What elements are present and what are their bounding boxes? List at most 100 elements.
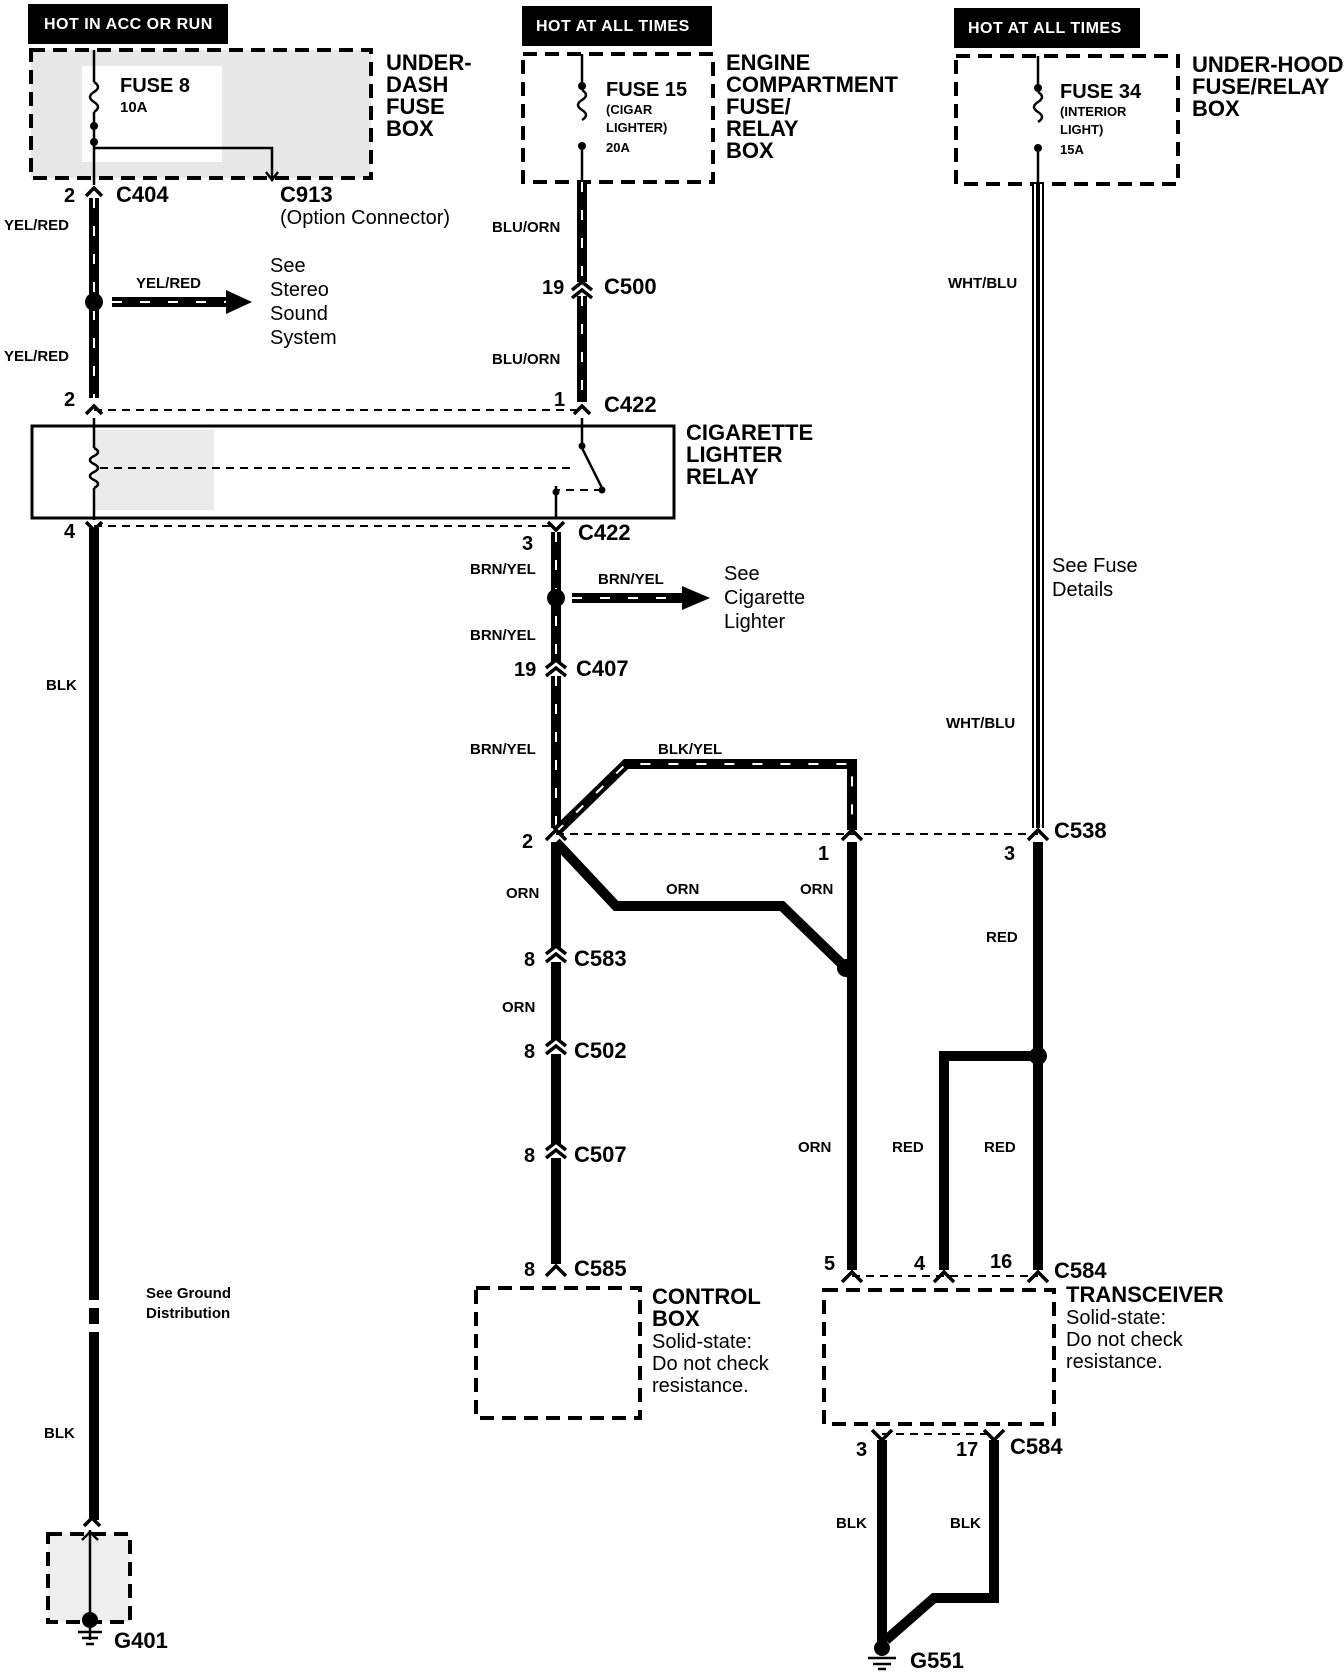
- transceiver: 5 4 16 C584 TRANSCEIVER Solid-state: Do …: [822, 1251, 1224, 1461]
- connector-c507: 8 C507: [524, 1139, 627, 1167]
- fuse-15-label: FUSE 15: [606, 79, 687, 101]
- transceiver-title: TRANSCEIVER: [1066, 1282, 1224, 1307]
- connector-c584-top-label: C584: [1054, 1258, 1107, 1283]
- fuse-15-sub2: LIGHTER): [606, 120, 667, 135]
- underdash-title-2: DASH: [386, 72, 448, 97]
- wire-color-label: ORN: [666, 881, 699, 898]
- pin-label: 4: [64, 521, 76, 543]
- connector-c583: 8 C583: [524, 943, 627, 971]
- wire-color-label: RED: [986, 929, 1018, 946]
- engine-title-1: ENGINE: [726, 50, 810, 75]
- control-note-1: Solid-state:: [652, 1331, 752, 1353]
- wire-color-label: BLK: [950, 1515, 981, 1532]
- pin-label: 2: [522, 831, 533, 853]
- ground-g551-label: G551: [910, 1648, 964, 1672]
- pin-label: 3: [856, 1439, 867, 1461]
- connector-c538-label: C538: [1054, 818, 1107, 843]
- pin-label: 4: [914, 1253, 926, 1275]
- connector-c407: 19 C407: [514, 656, 629, 681]
- ref-fuse-1: See Fuse: [1052, 555, 1138, 577]
- connector-c585-label: C585: [574, 1256, 627, 1281]
- ref-fuse-2: Details: [1052, 579, 1113, 601]
- connector-c500-label: C500: [604, 274, 657, 299]
- engine-title-4: RELAY: [726, 116, 799, 141]
- ref-ground-1: See Ground: [146, 1285, 231, 1302]
- engine-title-5: BOX: [726, 138, 774, 163]
- ground-g401-label: G401: [114, 1628, 168, 1653]
- pin-label: 5: [824, 1253, 835, 1275]
- pin-label: 8: [524, 1041, 535, 1063]
- fuse-15-amp: 20A: [606, 140, 630, 155]
- ref-ground-2: Distribution: [146, 1305, 230, 1322]
- connector-c913-label: C913: [280, 182, 333, 207]
- connector-c407-label: C407: [576, 656, 629, 681]
- fuse-15-sub1: (CIGAR: [606, 102, 653, 117]
- wire-color-label: BLK/YEL: [658, 741, 722, 758]
- underdash-title-3: FUSE: [386, 94, 445, 119]
- pin-label: 1: [554, 389, 565, 411]
- fuse-8-amp: 10A: [120, 99, 148, 116]
- connector-c500: 19 C500: [542, 274, 657, 300]
- wire-orn: ORN ORN ORN ORN ORN: [502, 838, 857, 1270]
- underdash-title-1: UNDER-: [386, 50, 472, 75]
- cigarette-lighter-relay: 2 1 C422 CIGARETTE LIGHTER RELAY 4 3 C42…: [30, 389, 813, 555]
- ground-g401: G401: [46, 1515, 168, 1653]
- wire-red: RED RED RED: [892, 842, 1047, 1270]
- pin-label: 3: [522, 533, 533, 555]
- connector-c502-label: C502: [574, 1038, 627, 1063]
- wire-color-label: YEL/RED: [4, 348, 69, 365]
- control-note-2: Do not check: [652, 1353, 770, 1375]
- transceiver-note-1: Solid-state:: [1066, 1307, 1166, 1329]
- header-left-label: HOT IN ACC OR RUN: [44, 16, 213, 33]
- ref-stereo-3: Sound: [270, 303, 328, 325]
- control-box: 8 C585 CONTROL BOX Solid-state: Do not c…: [474, 1256, 770, 1420]
- fuse-8-symbol: [88, 80, 100, 114]
- engine-title-2: COMPARTMENT: [726, 72, 898, 97]
- ref-fuse-details: See Fuse Details: [1052, 555, 1138, 601]
- header-hot-at-all-times-right: HOT AT ALL TIMES: [954, 8, 1140, 48]
- underhood-title-2: FUSE/RELAY: [1192, 74, 1330, 99]
- wire-color-label: ORN: [502, 999, 535, 1016]
- fuse-34-label: FUSE 34: [1060, 81, 1142, 103]
- header-mid-label: HOT AT ALL TIMES: [536, 18, 690, 35]
- wire-color-label: RED: [984, 1139, 1016, 1156]
- wire-color-label: ORN: [800, 881, 833, 898]
- connector-c913: C913 (Option Connector): [280, 182, 450, 229]
- pin-label: 8: [524, 1259, 535, 1281]
- wire-color-label: BRN/YEL: [470, 627, 536, 644]
- ref-stereo-2: Stereo: [270, 279, 329, 301]
- relay-coil-symbol: [88, 446, 100, 490]
- wire-blk-yel: BLK/YEL: [552, 741, 857, 836]
- wire-color-label: BRN/YEL: [470, 741, 536, 758]
- wire-color-label: WHT/BLU: [948, 275, 1017, 292]
- control-title-1: CONTROL: [652, 1284, 761, 1309]
- pin-label: 8: [524, 949, 535, 971]
- wire-wht-blu: WHT/BLU WHT/BLU: [946, 184, 1044, 828]
- engine-title-3: FUSE/: [726, 94, 791, 119]
- control-note-3: resistance.: [652, 1375, 749, 1397]
- ref-lighter-1: See: [724, 563, 760, 585]
- relay-title-2: LIGHTER: [686, 442, 783, 467]
- ref-stereo-1: See: [270, 255, 306, 277]
- connector-c502: 8 C502: [524, 1035, 627, 1063]
- pin-label: 16: [990, 1251, 1012, 1273]
- wire-color-label: BLU/ORN: [492, 351, 560, 368]
- fuse-34-sub2: LIGHT): [1060, 122, 1103, 137]
- relay-title-3: RELAY: [686, 464, 759, 489]
- fuse-34-symbol: [1032, 90, 1044, 124]
- connector-c538: 2 1 3 C538: [522, 818, 1107, 865]
- underhood-title-1: UNDER-HOOD: [1192, 52, 1344, 77]
- control-title-2: BOX: [652, 1306, 700, 1331]
- branch-lighter-arrow: BRN/YEL See Cigarette Lighter: [572, 563, 805, 633]
- wire-brn-yel: BRN/YEL BRN/YEL BRN/YEL: [470, 532, 565, 828]
- wire-color-label: BRN/YEL: [470, 561, 536, 578]
- fuse-8-label: FUSE 8: [120, 75, 190, 97]
- fuse-34-sub1: (INTERIOR: [1060, 104, 1127, 119]
- wire-color-label: BLK: [836, 1515, 867, 1532]
- connector-c404: 2 C404: [64, 182, 169, 207]
- underdash-title-4: BOX: [386, 116, 434, 141]
- engine-fuse-box: FUSE 15 (CIGAR LIGHTER) 20A ENGINE COMPA…: [521, 50, 898, 190]
- connector-c507-label: C507: [574, 1142, 627, 1167]
- header-right-label: HOT AT ALL TIMES: [968, 20, 1122, 37]
